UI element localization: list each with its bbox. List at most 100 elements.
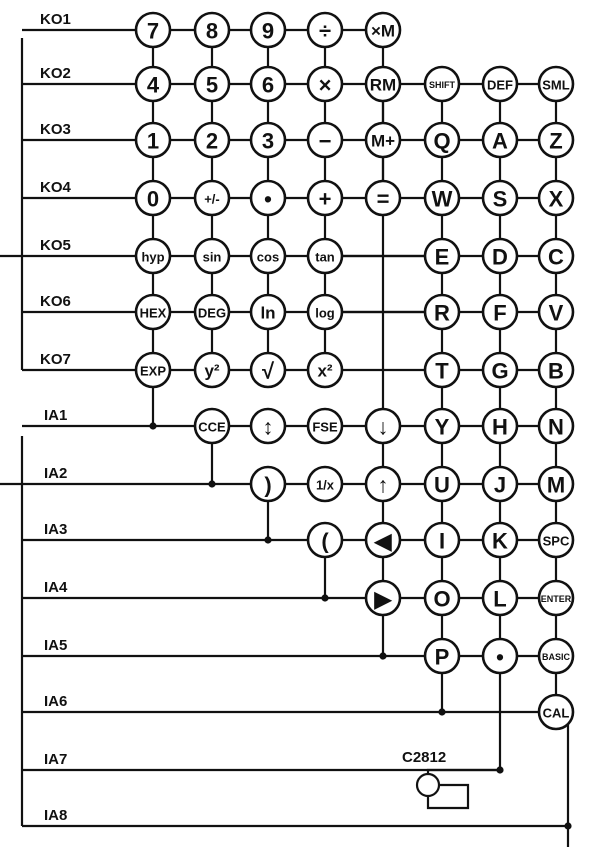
key-7-r0c0[interactable]: 7 [134,11,172,49]
key-fse-r7c3[interactable]: FSE [306,407,344,445]
key-0-r3c0[interactable]: 0 [134,179,172,217]
key-label: J [494,473,506,498]
key-label: FSE [312,420,338,435]
key-v-r5c7[interactable]: V [537,293,575,331]
key-exp-r6c0[interactable]: EXP [134,351,172,389]
key-label: M+ [371,132,395,151]
key-tan-r4c3[interactable]: tan [306,237,344,275]
key-e-r4c5[interactable]: E [423,237,461,275]
key-plus-r3c3[interactable]: + [306,179,344,217]
key-cce-r7c1[interactable]: CCE [193,407,231,445]
key-w-r3c5[interactable]: W [423,179,461,217]
key-multiply-r1c3[interactable]: × [306,65,344,103]
key-f-r5c6[interactable]: F [481,293,519,331]
key-label: BASIC [542,652,571,662]
key-x-r3c7[interactable]: X [537,179,575,217]
key-plus-r3c1[interactable]: +/- [193,179,231,217]
key-y-r7c5[interactable]: Y [423,407,461,445]
junction-dot [264,536,272,544]
key-outline [364,11,402,49]
key-u-r8c5[interactable]: U [423,465,461,503]
key-label: 4 [147,73,160,98]
key-y-r6c1[interactable]: y² [193,351,231,389]
key-sml-r1c7[interactable]: SML [537,65,575,103]
key-d-r4c6[interactable]: D [481,237,519,275]
key-q-r2c5[interactable]: Q [423,121,461,159]
key-6-r1c2[interactable]: 6 [249,65,287,103]
key-cal-r12c7[interactable]: CAL [537,693,575,731]
ko-label: KO3 [40,121,71,138]
key-x-r6c3[interactable]: x² [306,351,344,389]
key-9-r0c2[interactable]: 9 [249,11,287,49]
key-multiplym-r0c4[interactable]: ×M [364,11,402,49]
line-labels: KO1KO2KO3KO4KO5KO6KO7IA1IA2IA3IA4IA5IA6I… [40,11,72,824]
key-h-r7c6[interactable]: H [481,407,519,445]
key-spc-r9c7[interactable]: SPC [537,521,575,559]
key-3-r2c2[interactable]: 3 [249,121,287,159]
junction-dot [438,708,446,716]
key-ln-r5c2[interactable]: ln [249,293,287,331]
key-rm-r1c4[interactable]: RM [364,65,402,103]
key-5-r1c1[interactable]: 5 [193,65,231,103]
key-up-r8c4[interactable]: ↑ [364,465,402,503]
key-1-x-r8c3[interactable]: 1/x [306,465,344,503]
key-rparen-r8c2[interactable]: ) [249,465,287,503]
key-outline [423,407,461,445]
key-outline [193,407,231,445]
key-outline [481,65,519,103]
key-n-r7c7[interactable]: N [537,407,575,445]
key-outline [306,465,344,503]
key-p-r11c5[interactable]: P [423,637,461,675]
key-g-r6c6[interactable]: G [481,351,519,389]
key-s-r3c6[interactable]: S [481,179,519,217]
key-dot-r11c6[interactable]: • [481,637,519,675]
ko-label: KO5 [40,237,71,254]
key-def-r1c6[interactable]: DEF [481,65,519,103]
key-1-r2c0[interactable]: 1 [134,121,172,159]
key-deg-r5c1[interactable]: DEG [193,293,231,331]
key-j-r8c6[interactable]: J [481,465,519,503]
key-2-r2c1[interactable]: 2 [193,121,231,159]
key-mplus-r2c4[interactable]: M+ [364,121,402,159]
key-b-r6c7[interactable]: B [537,351,575,389]
key-outline [306,65,344,103]
key-label: U [434,473,450,498]
key-hyp-r4c0[interactable]: hyp [134,237,172,275]
key-outline [134,237,172,275]
key-log-r5c3[interactable]: log [306,293,344,331]
key-k-r9c6[interactable]: K [481,521,519,559]
key-t-r6c5[interactable]: T [423,351,461,389]
key-basic-r11c7[interactable]: BASIC [537,637,575,675]
key-sin-r4c1[interactable]: sin [193,237,231,275]
key-outline [249,121,287,159]
key-divide-r0c3[interactable]: ÷ [306,11,344,49]
key-minus-r2c3[interactable]: − [306,121,344,159]
key-a-r2c6[interactable]: A [481,121,519,159]
key-sqrt-r6c2[interactable]: √ [249,351,287,389]
key-4-r1c0[interactable]: 4 [134,65,172,103]
key-8-r0c1[interactable]: 8 [193,11,231,49]
key-cos-r4c2[interactable]: cos [249,237,287,275]
key-r-r5c5[interactable]: R [423,293,461,331]
key-outline [306,121,344,159]
key-outline [537,579,575,617]
key-down-r7c4[interactable]: ↓ [364,407,402,445]
key-o-r10c5[interactable]: O [423,579,461,617]
key-m-r8c7[interactable]: M [537,465,575,503]
transistor-label: C2812 [402,749,446,766]
key-shift-r1c5[interactable]: SHIFT [423,65,461,103]
key-label: 1 [147,129,159,154]
key-left-r9c4[interactable]: ◀ [364,521,402,559]
key-right-r10c4[interactable]: ▶ [364,579,402,617]
key-equals-r3c4[interactable]: = [364,179,402,217]
key-c-r4c7[interactable]: C [537,237,575,275]
key-label: − [319,129,332,154]
key-updown-r7c2[interactable]: ↕ [249,407,287,445]
key-l-r10c6[interactable]: L [481,579,519,617]
key-i-r9c5[interactable]: I [423,521,461,559]
key-enter-r10c7[interactable]: ENTER [537,579,575,617]
key-z-r2c7[interactable]: Z [537,121,575,159]
key-lparen-r9c3[interactable]: ( [306,521,344,559]
key-dot-r3c2[interactable]: • [249,179,287,217]
key-hex-r5c0[interactable]: HEX [134,293,172,331]
